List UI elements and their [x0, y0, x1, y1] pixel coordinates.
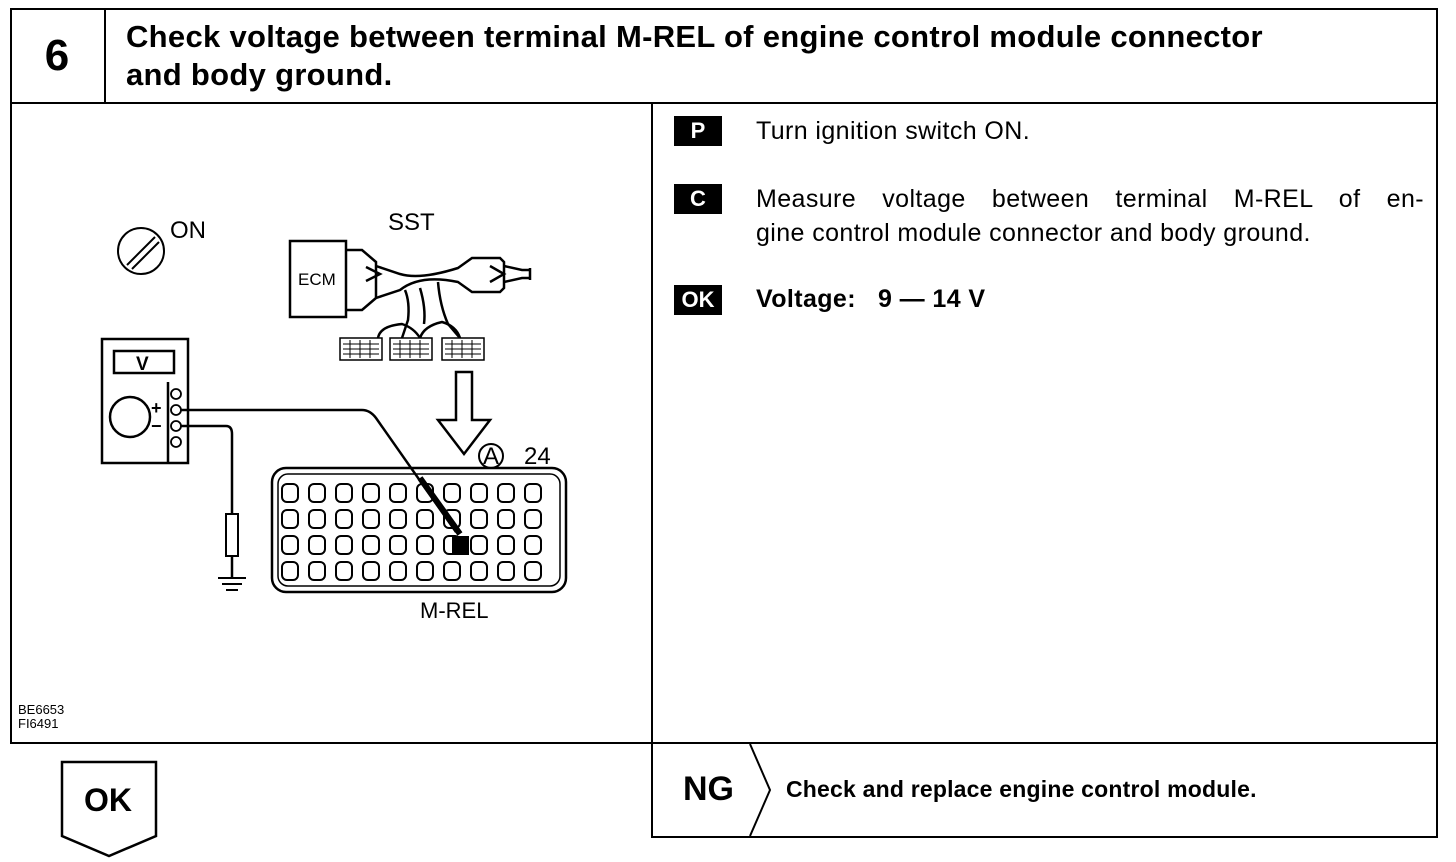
- ignition-switch-icon: [117, 227, 165, 275]
- voltmeter-icon: [100, 337, 190, 465]
- connector-pin: [308, 535, 326, 555]
- connector-pin: [443, 509, 461, 529]
- ecm-connector-icon: [270, 466, 568, 594]
- connector-pin: [416, 483, 434, 503]
- connector-pin: [416, 509, 434, 529]
- tag-p: P: [674, 116, 722, 146]
- down-arrow-icon: [435, 370, 493, 457]
- connector-pin: [389, 561, 407, 581]
- step-title-line2: and body ground.: [126, 57, 393, 92]
- connector-pin: [335, 483, 353, 503]
- tag-ok: OK: [674, 285, 722, 315]
- ng-branch-panel: [651, 742, 1438, 838]
- sst-harness-icon: [288, 239, 532, 339]
- figure-code-1: BE6653: [18, 702, 64, 717]
- connector-pin: [335, 561, 353, 581]
- instruction-ok: OK: [674, 285, 722, 315]
- connector-pin: [308, 561, 326, 581]
- connector-pin: [281, 483, 299, 503]
- connector-marker-a: A: [483, 443, 499, 470]
- connector-pin: [308, 483, 326, 503]
- ok-branch-label: OK: [84, 782, 132, 818]
- instruction-ok-text: Voltage: 9 — 14 V: [756, 285, 986, 313]
- ignition-on-label: ON: [170, 217, 206, 244]
- meter-minus-label: −: [151, 416, 162, 436]
- step-number: 6: [10, 8, 106, 104]
- terminal-label: M-REL: [420, 598, 488, 623]
- meter-plus-label: +: [151, 398, 162, 418]
- connector-pin: [497, 535, 515, 555]
- connector-pin: [524, 509, 542, 529]
- connector-pin: [389, 535, 407, 555]
- connector-pin-number: 24: [524, 443, 551, 470]
- connector-pin: [470, 483, 488, 503]
- connector-pin: [524, 561, 542, 581]
- connector-pin: [362, 561, 380, 581]
- connector-pin: [362, 483, 380, 503]
- connector-pin: [524, 535, 542, 555]
- connector-pin: [443, 483, 461, 503]
- instruction-c: C: [674, 184, 722, 214]
- connector-pin: [281, 535, 299, 555]
- connector-pin: [335, 535, 353, 555]
- step-title: Check voltage between terminal M-REL of …: [126, 18, 1416, 94]
- connector-pin: [281, 561, 299, 581]
- connector-pin: [497, 483, 515, 503]
- instruction-p: P: [674, 116, 722, 146]
- connector-pin: [362, 535, 380, 555]
- connector-pin: [443, 561, 461, 581]
- sst-label: SST: [388, 209, 435, 236]
- probe-leads: [181, 408, 463, 578]
- ok-branch-arrow-icon: [60, 760, 158, 858]
- connector-pin: [389, 483, 407, 503]
- connector-pins: [281, 483, 542, 581]
- ng-branch-text: Check and replace engine control module.: [786, 776, 1257, 802]
- ground-icon: [218, 577, 246, 591]
- instruction-p-text: Turn ignition switch ON.: [756, 117, 1031, 145]
- ng-branch-label: NG: [683, 770, 734, 808]
- connector-pin: [416, 561, 434, 581]
- connector-pin: [470, 535, 488, 555]
- instruction-c-line1: Measure voltage between terminal M-REL o…: [756, 185, 1424, 213]
- connector-pin: [497, 509, 515, 529]
- ecm-label: ECM: [298, 270, 336, 289]
- connector-pin: [524, 483, 542, 503]
- connector-pin: [416, 535, 434, 555]
- connector-pin: [362, 509, 380, 529]
- connector-pin: [470, 561, 488, 581]
- tag-c: C: [674, 184, 722, 214]
- ng-chevron-icon: [749, 744, 772, 836]
- connector-pin: [497, 561, 515, 581]
- instruction-c-line2: gine control module connector and body g…: [756, 219, 1311, 247]
- connector-pin: [389, 509, 407, 529]
- figure-code-2: FI6491: [18, 716, 58, 731]
- sst-sub-connectors: [339, 337, 485, 361]
- connector-pin: [281, 509, 299, 529]
- meter-v-label: V: [136, 354, 149, 375]
- connector-pin: [335, 509, 353, 529]
- connector-pin: [308, 509, 326, 529]
- wiring-diagram: ON SST ECM: [18, 209, 568, 731]
- connector-pin: [470, 509, 488, 529]
- instruction-c-text: Measure voltage between terminal M-REL o…: [756, 182, 1424, 250]
- step-title-line1: Check voltage between terminal M-REL of …: [126, 19, 1263, 54]
- m-rel-terminal: [452, 536, 469, 555]
